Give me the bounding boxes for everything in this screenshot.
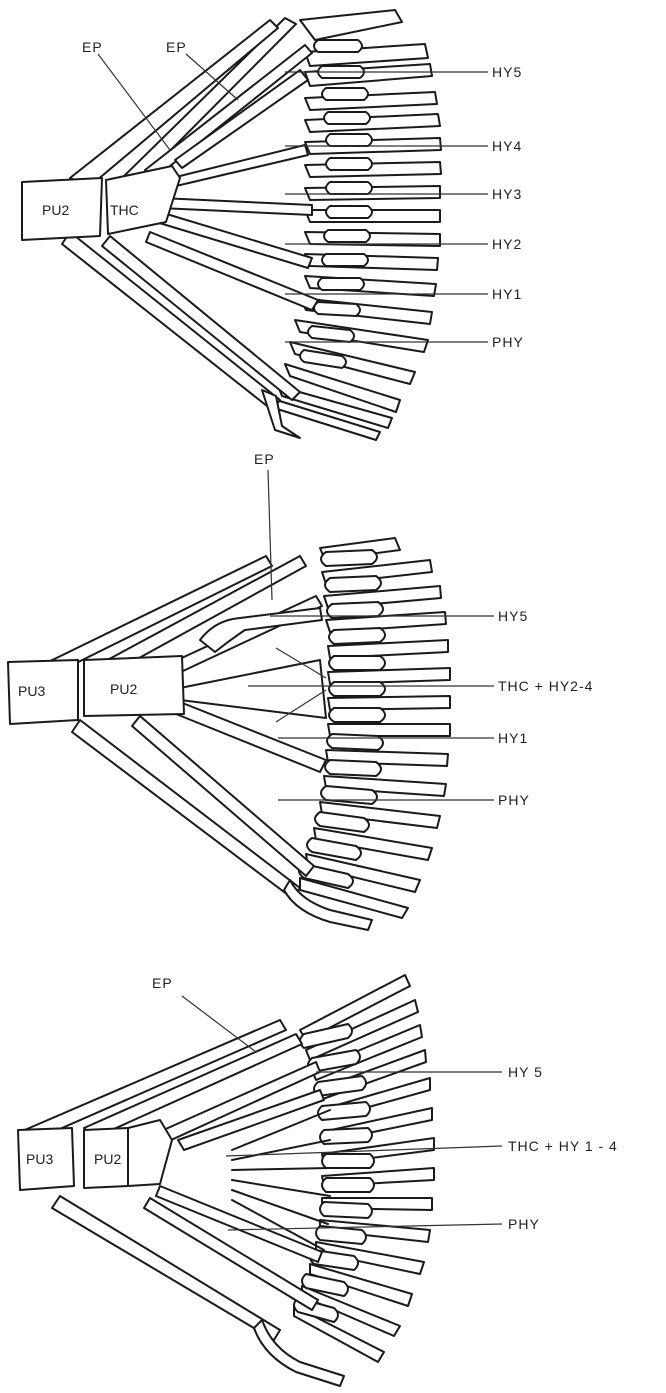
- label-pu3-bottom: PU3: [26, 1151, 53, 1167]
- fin-rays-middle: [300, 538, 450, 918]
- label-thc-hy-bottom: THC + HY 1 - 4: [508, 1138, 618, 1154]
- label-pu2-bottom: PU2: [94, 1151, 121, 1167]
- label-hy3-top: HY3: [492, 186, 522, 202]
- label-hy5-bottom: HY 5: [508, 1064, 543, 1080]
- label-thc: THC: [110, 202, 139, 218]
- label-hy2-top: HY2: [492, 236, 522, 252]
- label-phy-top: PHY: [492, 334, 524, 350]
- diagram-middle: EP PU3 PU2 HY5 THC + HY2-4 HY1 PHY: [8, 451, 593, 930]
- haemal-spine-top: [62, 232, 280, 410]
- label-phy-middle: PHY: [498, 792, 530, 808]
- thc-hypural-plate-bottom: [128, 1120, 172, 1186]
- hypural-3-top: [160, 198, 312, 215]
- label-pu2-top: PU2: [42, 202, 69, 218]
- label-ep-a: EP: [82, 39, 103, 55]
- label-hy1-top: HY1: [492, 286, 522, 302]
- label-phy-bottom: PHY: [508, 1216, 540, 1232]
- thc-hypural-plate-middle: [180, 660, 326, 718]
- label-pu2-middle: PU2: [110, 681, 137, 697]
- label-hy5-middle: HY5: [498, 608, 528, 624]
- label-ep-b: EP: [166, 39, 187, 55]
- hypural-2-top: [156, 212, 312, 268]
- label-thc-hy-middle: THC + HY2-4: [498, 678, 593, 694]
- label-pu3-middle: PU3: [18, 683, 45, 699]
- diagram-bottom: EP PU3 PU2 HY 5 THC + HY 1 - 4 PHY: [18, 975, 618, 1386]
- label-hy1-middle: HY1: [498, 730, 528, 746]
- label-ep-middle: EP: [254, 451, 275, 467]
- label-hy4-top: HY4: [492, 138, 522, 154]
- label-ep-bottom: EP: [152, 975, 173, 991]
- diagram-top: EP EP PU2 THC HY5 HY4 HY3 HY2 HY1 PHY: [22, 10, 524, 440]
- label-hy5-top: HY5: [492, 64, 522, 80]
